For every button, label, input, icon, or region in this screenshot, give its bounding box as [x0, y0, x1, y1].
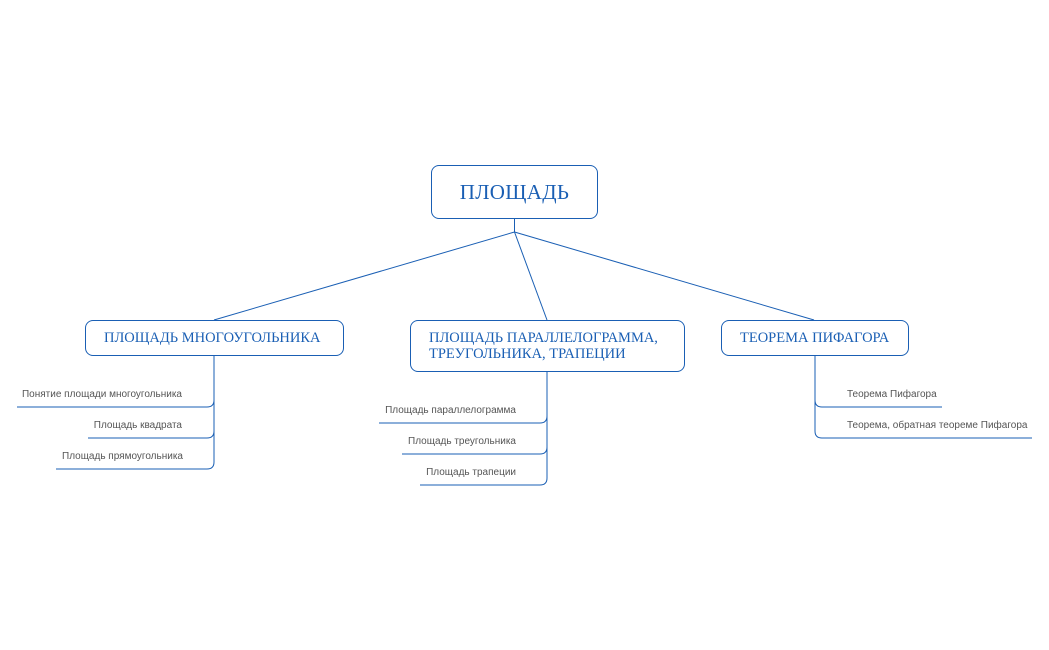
connector-leaf-1-1	[17, 399, 215, 408]
connector-root-branch-3	[514, 231, 815, 321]
root-node-label: ПЛОЩАДЬ	[459, 179, 570, 204]
branch-node-pythagorean-theorem[interactable]: ТЕОРЕМА ПИФАГОРА	[721, 320, 909, 356]
branch-node-polygon-area[interactable]: ПЛОЩАДЬ МНОГОУГОЛЬНИКА	[85, 320, 344, 356]
connector-root-branch-1	[213, 231, 515, 321]
branch-node-label: ПЛОЩАДЬ МНОГОУГОЛЬНИКА	[104, 330, 321, 346]
leaf-triangle-area[interactable]: Площадь треугольника	[408, 436, 516, 447]
connector-leaf-1-3	[56, 461, 215, 470]
root-node[interactable]: ПЛОЩАДЬ	[431, 165, 598, 219]
connector-leaf-2-3	[420, 477, 548, 486]
connector-leaf-3-1	[814, 399, 942, 408]
branch-node-label: ТЕОРЕМА ПИФАГОРА	[740, 330, 890, 346]
connector-leaf-2-1	[379, 415, 548, 424]
leaf-square-area[interactable]: Площадь квадрата	[93, 420, 182, 431]
connector-root-branch-2	[514, 231, 548, 321]
branch-node-label: ПЛОЩАДЬ ПАРАЛЛЕЛОГРАММА, ТРЕУГОЛЬНИКА, Т…	[429, 330, 658, 362]
leaf-converse-pythagorean-theorem[interactable]: Теорема, обратная теореме Пифагора	[847, 420, 1028, 431]
leaf-pythagorean-theorem[interactable]: Теорема Пифагора	[847, 389, 937, 400]
connector-leaf-3-2	[814, 430, 1032, 439]
leaf-trapezoid-area[interactable]: Площадь трапеции	[426, 467, 516, 478]
branch-node-parallelogram-triangle-trapezoid[interactable]: ПЛОЩАДЬ ПАРАЛЛЕЛОГРАММА, ТРЕУГОЛЬНИКА, Т…	[410, 320, 685, 372]
leaf-rectangle-area[interactable]: Площадь прямоугольника	[62, 451, 183, 462]
connector-leaf-2-2	[402, 446, 548, 455]
leaf-parallelogram-area[interactable]: Площадь параллелограмма	[385, 405, 516, 416]
connector-leaf-1-2	[88, 430, 215, 439]
leaf-polygon-area-concept[interactable]: Понятие площади многоугольника	[21, 389, 182, 400]
